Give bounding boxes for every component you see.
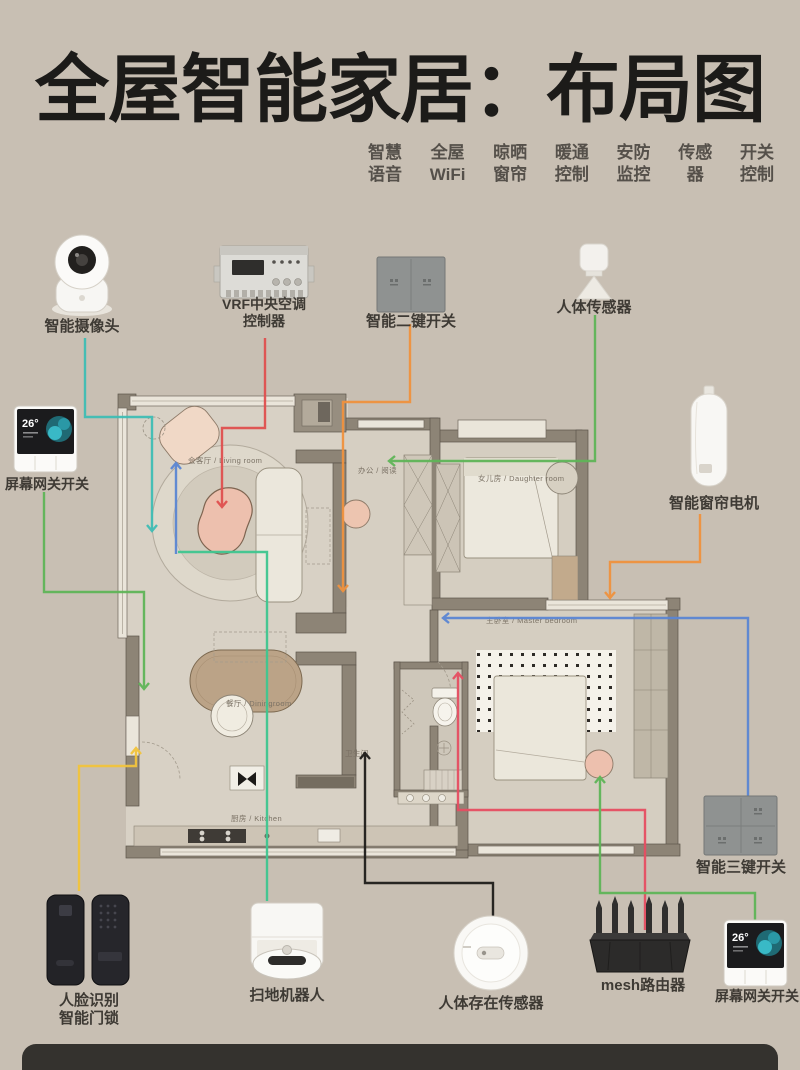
line-motion [387, 315, 597, 467]
device-screen-gateway-left: 26° 屏幕网关开关 [5, 405, 89, 492]
device-label-camera: 智能摄像头 [44, 317, 119, 335]
room-label-bathroom: 卫生间 [345, 748, 369, 758]
device-switch-3key: 智能三键开关 [696, 795, 786, 876]
feature-tag: 晾晒窗帘 [493, 143, 528, 184]
device-label-vrf-2: 控制器 [243, 313, 286, 329]
device-screen-gateway-right: 26° 屏幕网关开关 [715, 919, 799, 1004]
line-router [452, 671, 647, 930]
page-title: 全屋智能家居：布局图 [35, 48, 766, 131]
line-vrf [216, 338, 267, 509]
feature-tag: 安防监控 [616, 143, 651, 184]
device-camera: 智能摄像头 [44, 234, 120, 335]
vrf-display [232, 260, 264, 275]
device-switch-2key: 智能二键开关 [366, 256, 456, 330]
device-vrf-controller: VRF中央空调 控制器 [213, 245, 315, 329]
device-label-switch3: 智能三键开关 [696, 858, 786, 876]
device-label-gateway-right: 屏幕网关开关 [715, 988, 799, 1004]
device-label-motion: 人体传感器 [556, 298, 632, 316]
device-label-vrf-1: VRF中央空调 [222, 296, 306, 312]
door-lock-inner [91, 894, 130, 986]
room-label-living: 会客厅 / Living room [188, 455, 262, 465]
device-door-lock: 人脸识别 智能门锁 [46, 894, 130, 1027]
device-label-presence: 人体存在传感器 [438, 994, 544, 1012]
feature-tag: 暖通控制 [554, 143, 589, 184]
line-curtain [604, 514, 702, 600]
room-label-daughter: 女儿房 / Daughter room [478, 473, 564, 483]
line-presence [359, 751, 495, 940]
motion-cone [576, 275, 612, 300]
device-label-doorlock-1: 人脸识别 [59, 991, 119, 1009]
line-gateway-right [594, 775, 757, 920]
motion-head [579, 243, 609, 272]
line-camera [83, 338, 158, 533]
device-mesh-router: mesh路由器 [589, 896, 691, 994]
room-label-dining: 餐厅 / Diningroom [226, 699, 292, 708]
line-robot [178, 550, 269, 901]
room-label-master: 主卧室 / Master bedroom [486, 615, 577, 625]
line-gateway-left [42, 492, 150, 691]
line-doorlock [77, 746, 142, 891]
device-label-switch2: 智能二键开关 [366, 312, 456, 330]
line-switch2 [337, 324, 412, 593]
device-label-doorlock-2: 智能门锁 [59, 1009, 119, 1027]
room-label-kitchen: 厨房 / Kitchen [231, 813, 282, 823]
router-antennas [596, 896, 684, 940]
device-label-curtain: 智能窗帘电机 [669, 494, 759, 512]
feature-tag: 开关控制 [739, 143, 774, 184]
device-presence-sensor: 人体存在传感器 [438, 915, 544, 1012]
feature-tag: 智慧语音 [368, 143, 402, 184]
device-label-gateway-left: 屏幕网关开关 [5, 476, 89, 492]
bottom-card-edge [22, 1044, 778, 1070]
floor-plan: 会客厅 / Living room 办公 / 阅读 女儿房 / Daughter… [117, 393, 681, 859]
curtain-motor-body [690, 393, 728, 487]
gateway-temp: 26° [732, 932, 749, 944]
line-switch3 [441, 612, 750, 822]
device-curtain-motor: 智能窗帘电机 [669, 385, 759, 512]
device-motion-sensor: 人体传感器 [556, 243, 632, 316]
feature-tag: 传感器 [678, 143, 713, 184]
device-label-router: mesh路由器 [601, 976, 686, 994]
gateway-temp: 26° [22, 418, 39, 430]
device-robot-vacuum: 扫地机器人 [249, 902, 325, 1004]
connector-lines [42, 315, 757, 940]
device-label-robot: 扫地机器人 [249, 986, 325, 1004]
room-label-office: 办公 / 阅读 [358, 465, 397, 475]
